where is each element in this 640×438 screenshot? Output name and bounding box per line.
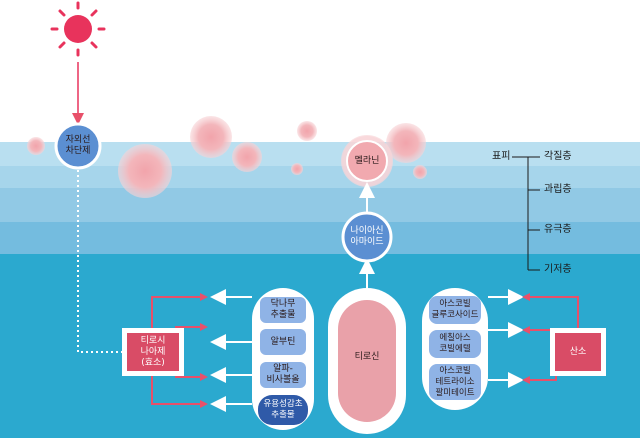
tyrosine-label: 티로신 — [354, 352, 380, 362]
layer-basal — [0, 254, 640, 438]
vit3-pill — [429, 364, 481, 400]
vit2-label: 에칠아스 코빌에텔 — [439, 333, 471, 354]
niacinamide-node — [341, 211, 393, 263]
sun-icon — [50, 1, 106, 57]
extracts-capsule — [252, 288, 314, 430]
uv-block-node — [54, 122, 102, 170]
vit3-label: 아스코빌 테트라이소 팔미테이트 — [435, 366, 475, 398]
oxygen-red-heads — [522, 293, 530, 384]
tyrosine-capsule — [338, 300, 396, 422]
melanin-node — [346, 140, 388, 182]
vit2-pill — [429, 330, 481, 358]
layer-band-1 — [0, 142, 640, 166]
stratum-basale-label: 기저층 — [544, 264, 572, 275]
layer-band-3 — [0, 188, 640, 222]
oxygen-arrows — [488, 289, 524, 388]
extract1-label: 닥나무 추출물 — [270, 299, 296, 320]
extract1-pill — [260, 297, 306, 323]
extract4-label: 유용성감초 추출물 — [263, 399, 303, 420]
extract4-pill — [258, 395, 308, 425]
stratum-granulosum-label: 과립층 — [544, 184, 572, 195]
layer-band-4 — [0, 222, 640, 254]
uv-block-path — [77, 170, 122, 353]
oxygen-box — [555, 333, 601, 371]
layer-bracket — [512, 156, 540, 271]
stratum-corneum-label: 각질층 — [544, 151, 572, 162]
extract3-label: 알파- 비사볼올 — [266, 364, 300, 385]
extract-arrows — [210, 289, 252, 412]
epidermis-label: 표피 — [492, 151, 511, 162]
extract2-pill — [260, 329, 306, 355]
vit1-pill — [429, 296, 481, 324]
tyrosinase-box — [127, 333, 179, 371]
vit1-label: 아스코빌 글루코사이드 — [431, 299, 479, 320]
uv-block-label: 자외선 차단제 — [65, 135, 91, 156]
melanin-label: 멜라닌 — [354, 156, 380, 166]
extract2-label: 알부틴 — [270, 337, 296, 347]
tyrosinase-label: 티로시 나아제 (효소) — [140, 336, 166, 368]
extract3-pill — [260, 362, 306, 388]
niacinamide-label: 나이아신 아마이드 — [350, 226, 384, 247]
tyrosinase-arrow-heads — [200, 293, 208, 408]
stratum-spinosum-label: 유극층 — [544, 224, 572, 235]
oxygen-label: 산소 — [569, 347, 587, 357]
